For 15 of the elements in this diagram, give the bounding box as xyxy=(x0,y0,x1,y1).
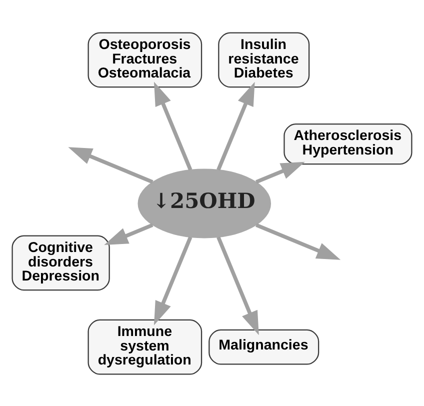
node-box: Immune system dysregulation xyxy=(88,318,202,374)
node-box: Malignancies xyxy=(208,328,320,364)
arrow xyxy=(154,81,192,170)
node-box: Atherosclerosis Hypertension xyxy=(284,122,412,164)
node-box: Cognitive disorders Depression xyxy=(12,234,110,290)
arrow xyxy=(68,146,154,184)
arrow xyxy=(256,222,341,260)
arrow xyxy=(216,81,255,170)
arrow xyxy=(256,161,305,184)
arrow xyxy=(216,236,259,335)
node-ellipse: ↓25OHD xyxy=(138,168,272,238)
arrow xyxy=(154,236,192,325)
node-box: Insulin resistance Diabetes xyxy=(218,32,310,88)
node-box: Osteoporosis Fractures Osteomalacia xyxy=(88,32,202,88)
arrow xyxy=(104,222,154,245)
